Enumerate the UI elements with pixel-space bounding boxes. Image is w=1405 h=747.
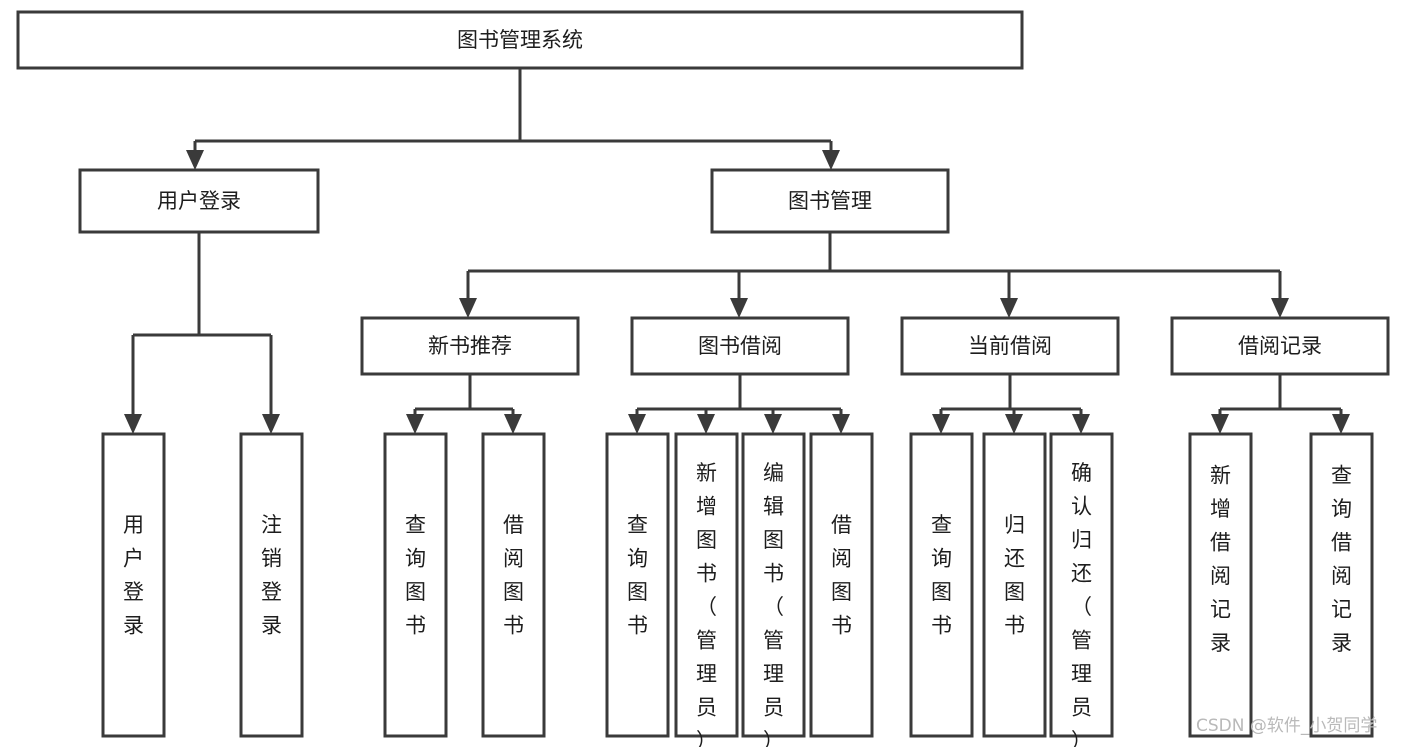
arrow-record-leaf1-icon — [1211, 414, 1229, 434]
node-leaf-query-record-label: 查询借阅记录 — [1331, 464, 1352, 656]
node-leaf-logout[interactable]: 注销登录 — [239, 432, 304, 738]
connectors-record-to-leaves — [1211, 374, 1350, 434]
node-current-borrow-label: 当前借阅 — [968, 334, 1052, 358]
node-book-borrow-box[interactable] — [630, 316, 850, 376]
arrow-bm-to-recommend-icon — [459, 298, 477, 318]
arrow-current-leaf1-icon — [932, 414, 950, 434]
node-leaf-borrow-book-box[interactable] — [809, 432, 874, 738]
node-book-borrow[interactable]: 图书借阅 — [630, 316, 850, 376]
arrow-current-leaf3-icon — [1072, 414, 1090, 434]
node-book-management-box[interactable] — [710, 168, 950, 234]
node-new-book-recommend-box[interactable] — [360, 316, 580, 376]
arrow-borrow-leaf1-icon — [628, 414, 646, 434]
arrow-bm-to-borrow-icon — [730, 298, 748, 318]
leaf-node-layer: 用户登录 注销登录 查询图书 借阅图书 查询图书 新增图书（管理员） 编辑图书（管理员） 借阅… — [101, 432, 1374, 747]
node-book-management-label: 图书管理 — [788, 189, 872, 213]
node-borrow-record-box[interactable] — [1170, 316, 1390, 376]
node-leaf-borrow-book-label: 借阅图书 — [831, 513, 852, 638]
node-leaf-add-record-box[interactable] — [1188, 432, 1253, 738]
connectors-user-login-to-leaves — [124, 232, 280, 434]
node-leaf-confirm-return-box[interactable] — [1049, 432, 1114, 738]
node-leaf-user-login[interactable]: 用户登录 — [101, 432, 166, 738]
node-user-login-label: 用户登录 — [157, 189, 241, 213]
arrow-user-login-leaf2-icon — [262, 414, 280, 434]
arrow-borrow-leaf3-icon — [764, 414, 782, 434]
node-current-borrow[interactable]: 当前借阅 — [900, 316, 1120, 376]
node-leaf-logout-box[interactable] — [239, 432, 304, 738]
node-leaf-query-book-recommend[interactable]: 查询图书 — [383, 432, 448, 738]
node-leaf-query-book-borrow-box[interactable] — [605, 432, 670, 738]
node-leaf-borrow-book[interactable]: 借阅图书 — [809, 432, 874, 738]
node-root-label: 图书管理系统 — [457, 28, 583, 52]
connectors-current-to-leaves — [932, 374, 1090, 434]
node-borrow-record[interactable]: 借阅记录 — [1170, 316, 1390, 376]
node-new-book-recommend[interactable]: 新书推荐 — [360, 316, 580, 376]
node-leaf-return-book-box[interactable] — [982, 432, 1047, 738]
node-leaf-user-login-label: 用户登录 — [123, 513, 144, 638]
arrow-record-leaf2-icon — [1332, 414, 1350, 434]
node-leaf-query-book-current-label: 查询图书 — [931, 513, 952, 638]
node-leaf-query-book-recommend-label: 查询图书 — [405, 513, 426, 638]
node-leaf-query-record-box[interactable] — [1309, 432, 1374, 738]
node-leaf-confirm-return[interactable]: 确认归还（管理员） — [1049, 432, 1114, 747]
node-leaf-edit-book[interactable]: 编辑图书（管理员） — [741, 432, 806, 747]
node-leaf-return-book-label: 归还图书 — [1004, 513, 1025, 638]
arrow-borrow-leaf4-icon — [832, 414, 850, 434]
node-leaf-add-record[interactable]: 新增借阅记录 — [1188, 432, 1253, 738]
arrow-bm-to-record-icon — [1271, 298, 1289, 318]
connectors-root-to-level2 — [186, 68, 840, 170]
csdn-watermark: CSDN @软件_小贺同学 — [1196, 716, 1377, 736]
node-book-management[interactable]: 图书管理 — [710, 168, 950, 234]
node-user-login-box[interactable] — [78, 168, 320, 234]
node-leaf-confirm-return-label: 确认归还（管理员） — [1071, 461, 1092, 747]
node-user-login[interactable]: 用户登录 — [78, 168, 320, 234]
node-root[interactable]: 图书管理系统 — [16, 10, 1024, 70]
arrow-recommend-leaf2-icon — [504, 414, 522, 434]
arrow-root-to-user-login-icon — [186, 150, 204, 170]
node-current-borrow-box[interactable] — [900, 316, 1120, 376]
arrow-user-login-leaf1-icon — [124, 414, 142, 434]
node-leaf-query-book-borrow[interactable]: 查询图书 — [605, 432, 670, 738]
arrow-recommend-leaf1-icon — [406, 414, 424, 434]
node-book-borrow-label: 图书借阅 — [698, 334, 782, 358]
node-leaf-add-book-label: 新增图书（管理员） — [696, 461, 717, 747]
node-leaf-return-book[interactable]: 归还图书 — [982, 432, 1047, 738]
node-leaf-edit-book-label: 编辑图书（管理员） — [763, 461, 784, 747]
node-leaf-query-book-borrow-label: 查询图书 — [627, 513, 648, 638]
connectors-recommend-to-leaves — [406, 374, 522, 434]
node-new-book-recommend-label: 新书推荐 — [428, 334, 512, 358]
arrow-borrow-leaf2-icon — [697, 414, 715, 434]
node-leaf-logout-label: 注销登录 — [261, 513, 282, 638]
node-leaf-query-record[interactable]: 查询借阅记录 — [1309, 432, 1374, 738]
node-leaf-query-book-current[interactable]: 查询图书 — [909, 432, 974, 738]
node-leaf-borrow-book-recommend-label: 借阅图书 — [503, 513, 524, 638]
node-leaf-query-book-recommend-box[interactable] — [383, 432, 448, 738]
node-root-box[interactable] — [16, 10, 1024, 70]
node-borrow-record-label: 借阅记录 — [1238, 334, 1322, 358]
node-leaf-borrow-book-recommend-box[interactable] — [481, 432, 546, 738]
node-leaf-edit-book-box[interactable] — [741, 432, 806, 738]
connectors-book-management-to-level3 — [459, 232, 1289, 318]
node-leaf-add-book[interactable]: 新增图书（管理员） — [674, 432, 739, 747]
node-leaf-add-book-box[interactable] — [674, 432, 739, 738]
arrow-root-to-book-management-icon — [822, 150, 840, 170]
connectors-borrow-to-leaves — [628, 374, 850, 434]
arrow-current-leaf2-icon — [1005, 414, 1023, 434]
node-leaf-borrow-book-recommend[interactable]: 借阅图书 — [481, 432, 546, 738]
arrow-bm-to-current-icon — [1000, 298, 1018, 318]
node-leaf-add-record-label: 新增借阅记录 — [1210, 464, 1231, 656]
node-leaf-query-book-current-box[interactable] — [909, 432, 974, 738]
node-leaf-user-login-box[interactable] — [101, 432, 166, 738]
